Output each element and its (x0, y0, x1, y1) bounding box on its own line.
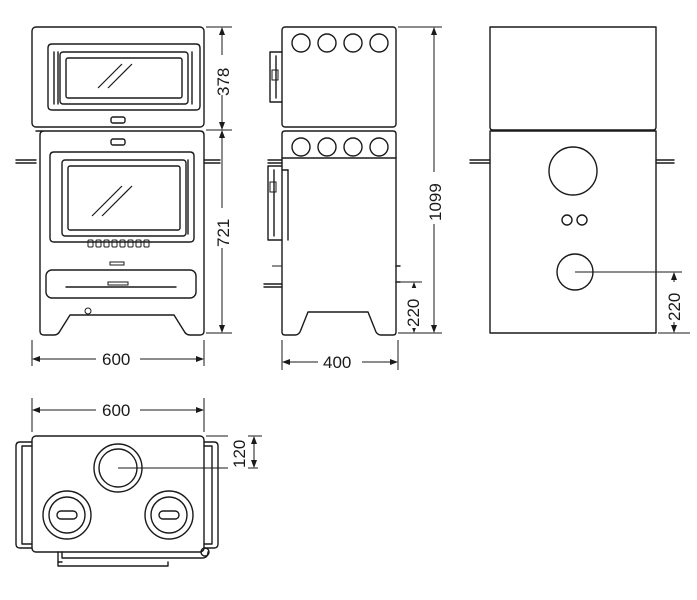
rear-air-inlet-right (576, 214, 588, 226)
rear-flue-outlet (548, 146, 598, 196)
dim-label-600-top: 600 (102, 401, 130, 420)
dim-label-400: 400 (323, 353, 351, 372)
top-hotplate-left (42, 490, 92, 540)
dim-label-721: 721 (214, 219, 233, 247)
dim-label-220-side: 220 (404, 299, 423, 327)
front-air-controls (87, 239, 150, 248)
side-upper-handle (269, 51, 283, 103)
dim-front-bottom-height: 721 (206, 130, 233, 334)
side-lower-module (281, 130, 397, 336)
front-firebox-door (49, 151, 195, 243)
top-rail-left (15, 441, 33, 549)
dim-rear-outlet-height: 220 (658, 272, 690, 334)
top-front-handle (57, 551, 209, 563)
dim-side-depth: 400 (281, 340, 399, 372)
front-upper-window-frame (59, 51, 189, 105)
top-view (15, 435, 258, 567)
dim-label-1099: 1099 (426, 183, 445, 221)
top-hotplate-right (144, 490, 194, 540)
side-upper-module (281, 26, 397, 128)
dim-side-total-height: 1099 (398, 26, 445, 334)
front-upper-handle (110, 116, 126, 124)
front-upper-door-frame (47, 43, 201, 111)
dim-top-outlet-offset: 120 (206, 432, 262, 472)
dim-label-378: 378 (214, 68, 233, 96)
front-upper-module (31, 26, 205, 128)
front-firebox-window (67, 165, 181, 231)
rear-upper-module (489, 26, 657, 131)
dim-top-width: 600 (31, 398, 205, 432)
front-ash-drawer (45, 269, 197, 299)
front-upper-window (65, 57, 183, 99)
rear-air-inlet-left (561, 214, 573, 226)
front-view (15, 26, 221, 336)
top-rail-right (203, 441, 219, 549)
dim-label-120: 120 (230, 440, 249, 468)
rear-view (469, 26, 682, 334)
side-view (263, 26, 401, 336)
dim-label-220-rear: 220 (665, 293, 684, 321)
dim-front-top-height: 378 (206, 26, 233, 131)
front-lower-module (35, 130, 205, 336)
top-body (31, 435, 205, 553)
dim-side-leg-height: 220 (400, 281, 423, 333)
rear-lower-module (489, 130, 657, 334)
dim-label-600-front: 600 (102, 350, 130, 369)
dim-front-width: 600 (31, 340, 205, 369)
